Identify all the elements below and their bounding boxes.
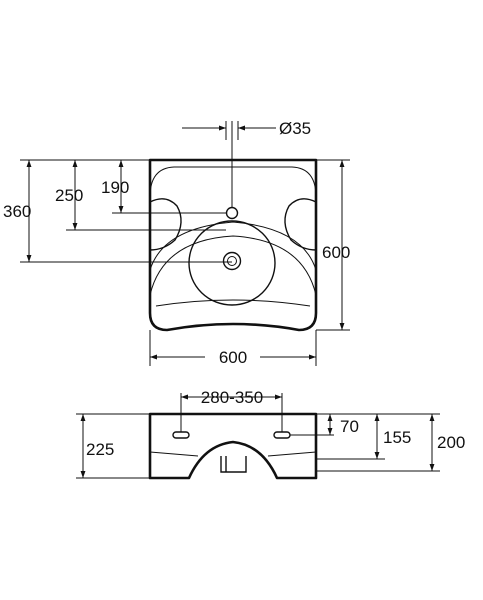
drain-outer [222,251,242,271]
side-view: 280-350 225 70 155 200 [76,388,465,480]
dim-tap-hole-diameter: Ø35 [279,119,311,138]
dim-bracket-155: 155 [383,428,411,447]
basin-outline [148,158,318,332]
left-bracket-slot [172,431,190,439]
dim-width-600: 600 [219,348,247,367]
drain-inner [227,256,237,266]
dim-depth-190: 190 [101,178,129,197]
right-bracket-slot [273,431,291,439]
tap-hole [225,206,239,220]
basin-front-rim [155,299,311,307]
top-view: Ø35 360 250 190 600 600 [3,119,350,367]
waste-outlet [220,456,247,473]
basin-side-inner-line [149,451,317,457]
dim-bracket-spacing: 280-350 [201,388,263,407]
dim-height-600: 600 [322,243,350,262]
dim-height-225: 225 [86,440,114,459]
left-grip [149,198,182,251]
basin-side-outline [148,412,318,480]
dim-depth-360: 360 [3,202,31,221]
bowl [188,220,276,306]
dim-bracket-70: 70 [340,417,359,436]
right-grip [284,198,317,251]
basin-inner-rim [149,166,317,296]
dim-height-200: 200 [437,433,465,452]
dim-depth-250: 250 [55,186,83,205]
